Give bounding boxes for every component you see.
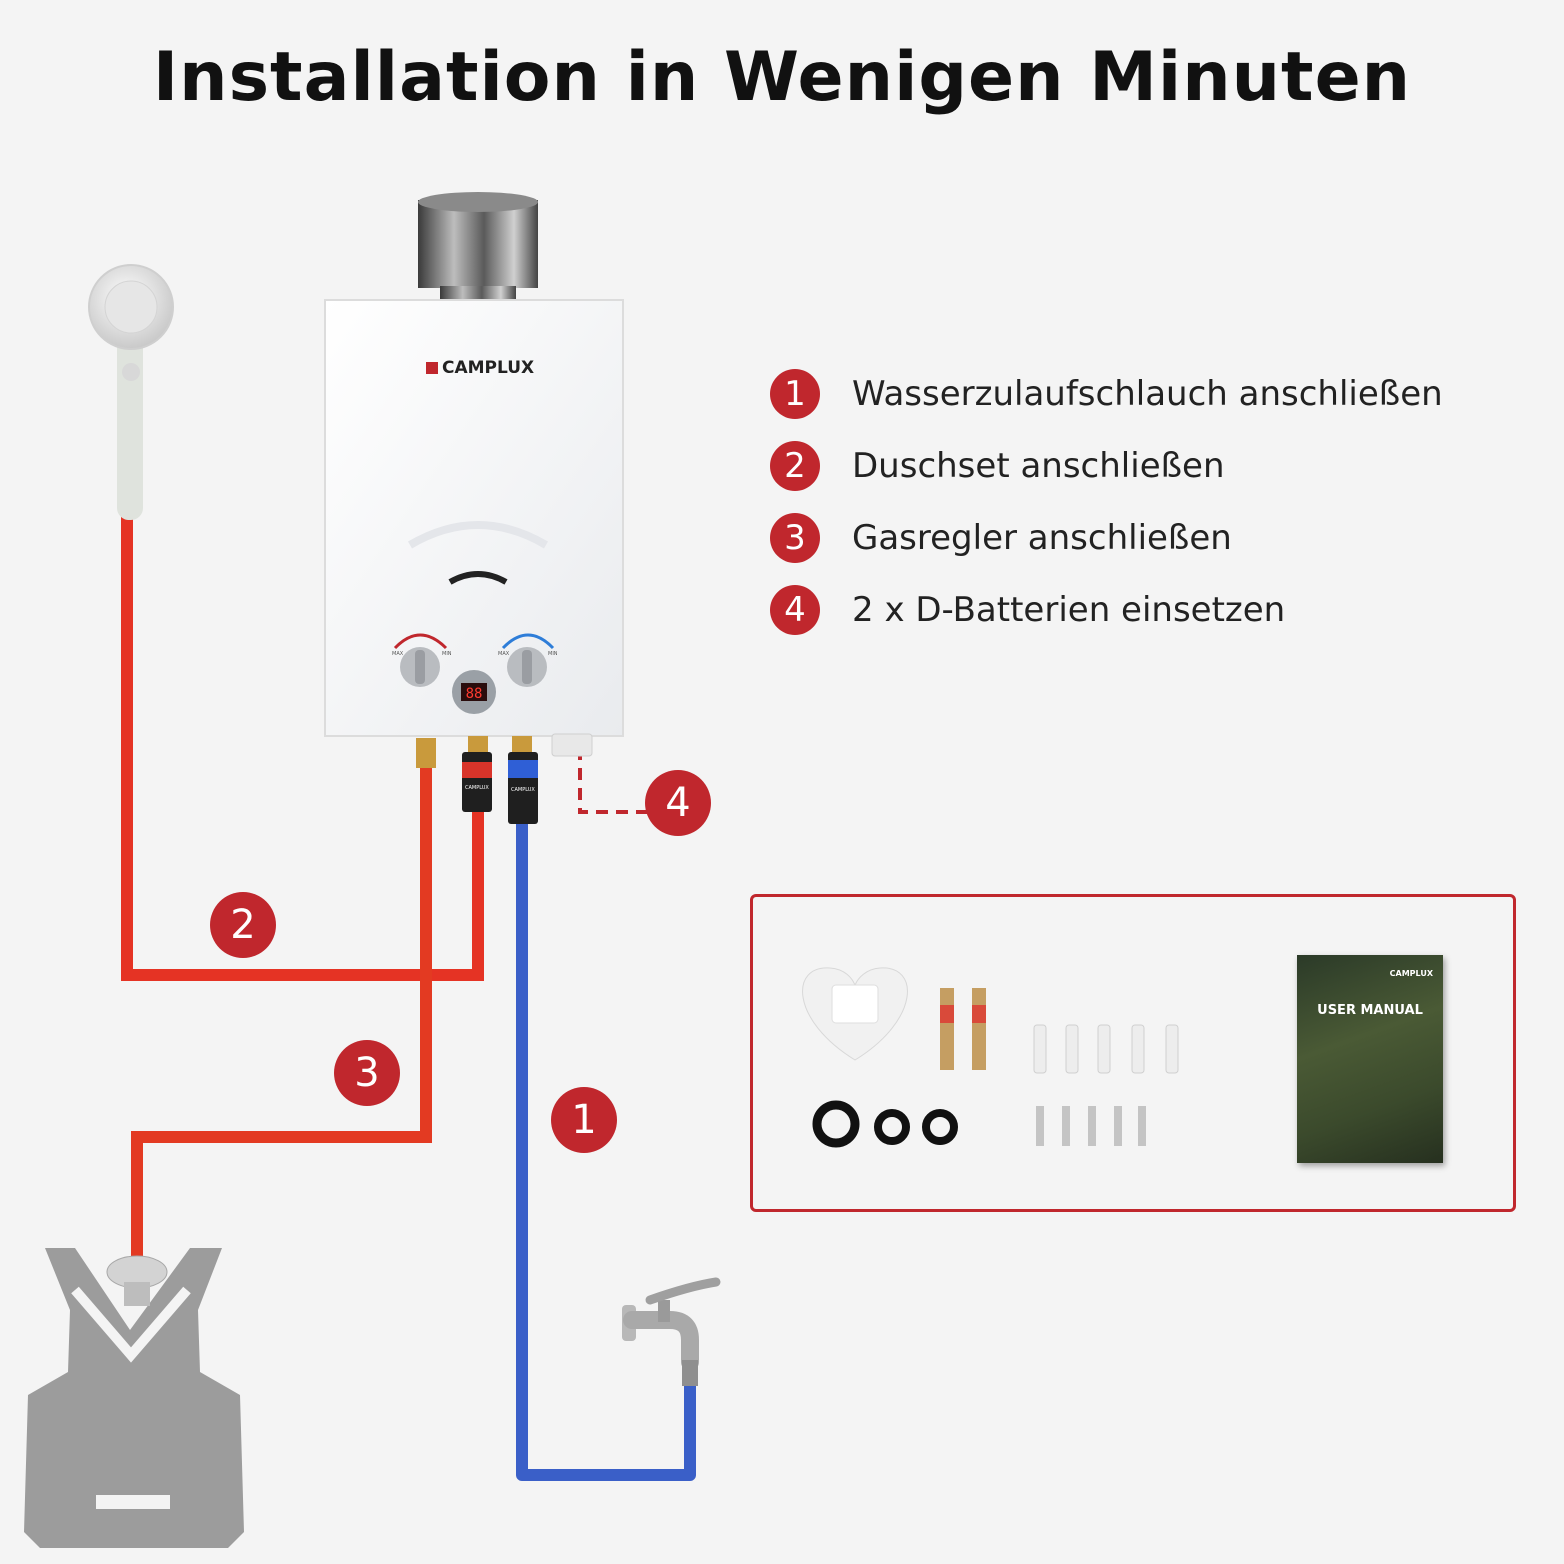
battery-connector-dashed <box>578 748 648 814</box>
step-number-badge: 1 <box>770 369 820 419</box>
diagram-step-4-marker: 4 <box>645 770 711 836</box>
step-list-item-1: 1 Wasserzulaufschlauch anschließen <box>770 366 1443 422</box>
rubber-washers-icon <box>812 1100 958 1148</box>
water-hose <box>516 820 696 1481</box>
knob-label-max-left: MAX <box>392 651 404 657</box>
diagram-step-3-marker: 3 <box>334 1040 400 1106</box>
svg-text:88: 88 <box>466 686 483 702</box>
anchor-bolts-icon <box>940 988 986 1070</box>
gas-hose <box>131 760 432 1260</box>
step-list-item-2: 2 Duschset anschließen <box>770 438 1225 494</box>
temperature-knob-red <box>393 633 448 687</box>
step-text: Wasserzulaufschlauch anschließen <box>852 374 1443 414</box>
flow-knob-blue <box>501 633 555 687</box>
accessories-frame <box>750 894 1516 1212</box>
shower-head-icon <box>88 264 174 520</box>
step-number-badge: 3 <box>770 513 820 563</box>
manual-title: USER MANUAL <box>1317 1003 1423 1018</box>
temperature-display: 88 <box>452 670 496 714</box>
step-number-badge: 2 <box>770 441 820 491</box>
step-number-badge: 4 <box>770 585 820 635</box>
gas-inlet-fitting <box>416 738 436 768</box>
knob-label-max-right: MAX <box>498 651 510 657</box>
gas-cylinder-icon <box>24 1248 244 1548</box>
battery-compartment-icon <box>551 733 593 757</box>
exhaust-chimney-icon <box>418 192 538 304</box>
user-manual-booklet: CAMPLUX USER MANUAL <box>1297 955 1443 1163</box>
diagram-step-1-marker: 1 <box>551 1087 617 1153</box>
diagram-step-2-marker: 2 <box>210 892 276 958</box>
page-title: Installation in Wenigen Minuten <box>152 38 1412 117</box>
gas-regulator-icon <box>106 1255 168 1306</box>
step-text: Duschset anschließen <box>852 446 1225 486</box>
knob-label-min-left: MIN <box>442 651 452 657</box>
knob-label-min-right: MIN <box>548 651 558 657</box>
hot-connector-brand: CAMPLUX <box>465 785 489 791</box>
step-text: 2 x D-Batterien einsetzen <box>852 590 1286 630</box>
shower-holder-bracket-icon <box>802 967 908 1061</box>
step-text: Gasregler anschließen <box>852 518 1232 558</box>
water-tap-icon <box>622 1277 721 1386</box>
step-list-item-4: 4 2 x D-Batterien einsetzen <box>770 582 1285 638</box>
step-list-item-3: 3 Gasregler anschließen <box>770 510 1232 566</box>
water-heater-body <box>324 299 624 737</box>
wall-plugs-icon <box>1033 1024 1179 1074</box>
shower-hose <box>121 515 484 981</box>
manual-brand-label: CAMPLUX <box>1389 969 1433 978</box>
device-brand-label: CAMPLUX <box>442 358 535 378</box>
cold-connector-brand: CAMPLUX <box>511 787 535 793</box>
cold-water-inlet-fitting <box>508 736 538 824</box>
screws-icon <box>1036 1106 1146 1146</box>
hot-water-outlet-fitting <box>462 736 492 812</box>
